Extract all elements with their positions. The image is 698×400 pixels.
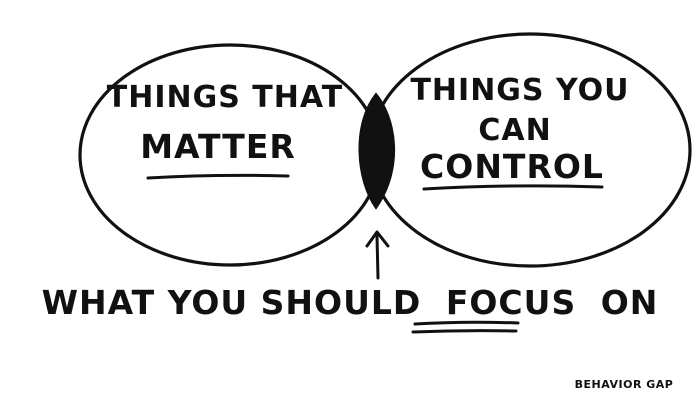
right-circle — [368, 32, 692, 268]
right-circle-label-line2: CAN — [478, 113, 551, 148]
caption-prefix: WHAT YOU SHOULD — [42, 283, 422, 322]
pointer-arrow-head — [365, 230, 390, 248]
right-circle-label-line1: THINGS YOU — [410, 73, 629, 108]
matter-underline — [146, 173, 290, 180]
credit-text: BEHAVIOR GAP — [575, 378, 674, 391]
focus-underline-top — [413, 320, 520, 326]
left-circle-label-line1: THINGS THAT — [107, 80, 343, 115]
right-circle-label-line3: CONTROL — [420, 147, 604, 186]
caption: WHAT YOU SHOULD FOCUS ON — [42, 283, 659, 322]
left-circle — [78, 43, 382, 267]
focus-underline-bottom — [411, 329, 518, 334]
pointer-arrow-shaft — [375, 234, 380, 280]
caption-suffix: ON — [601, 283, 659, 322]
intersection-region — [358, 92, 395, 210]
left-circle-label-line2: MATTER — [140, 127, 296, 166]
control-underline — [422, 184, 604, 191]
caption-focus: FOCUS — [446, 283, 576, 322]
